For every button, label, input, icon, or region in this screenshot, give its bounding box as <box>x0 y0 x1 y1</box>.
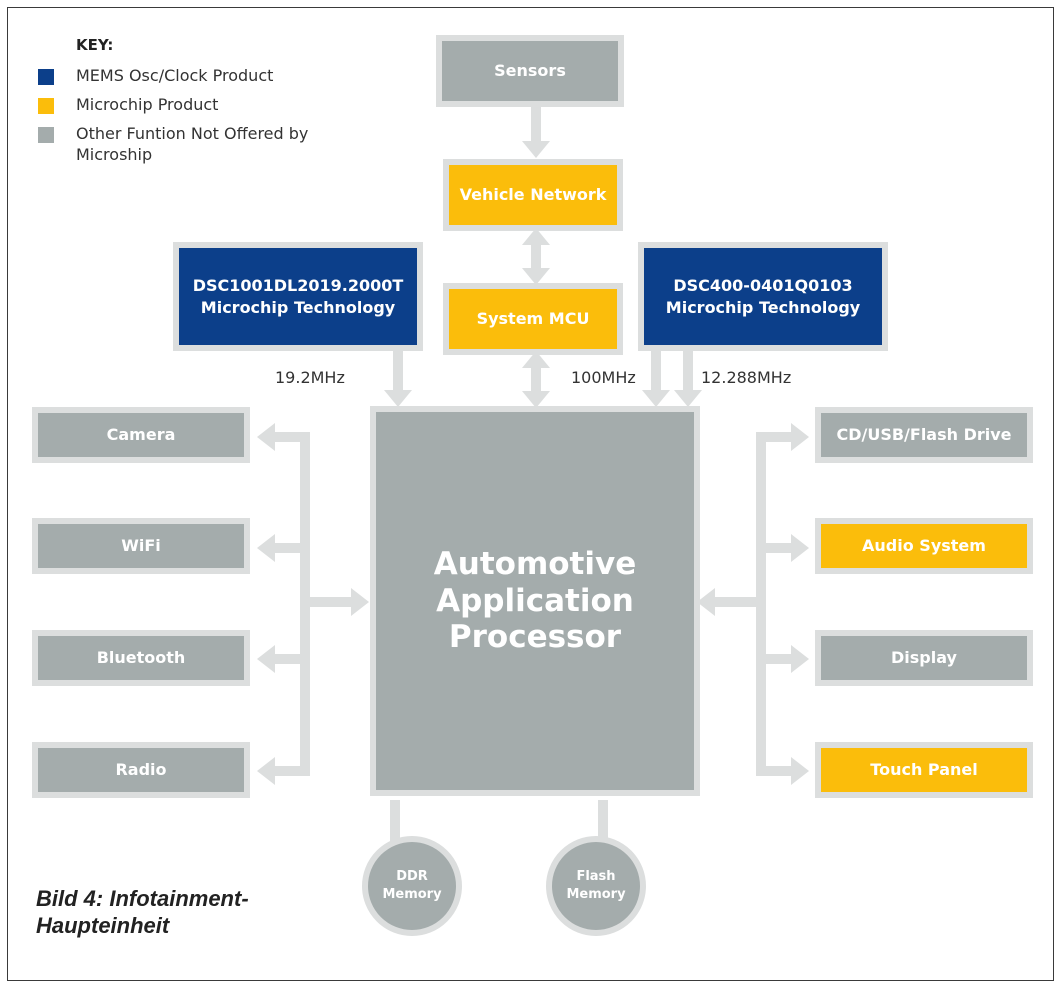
key-swatch-navy <box>38 69 54 85</box>
arrow-to-cd-usb <box>766 423 809 451</box>
arrow-sensors-to-network <box>522 98 550 158</box>
display-label: Display <box>891 648 957 668</box>
arrow-left-bus-to-processor <box>310 588 369 616</box>
key-label-microchip: Microchip Product <box>76 95 219 114</box>
arrow-to-camera <box>257 423 300 451</box>
left-bus-line <box>300 432 310 776</box>
touch-panel-label: Touch Panel <box>870 760 978 780</box>
system-mcu-label: System MCU <box>476 309 590 329</box>
freq-19-2mhz: 19.2MHz <box>275 368 345 387</box>
freq-12-288mhz: 12.288MHz <box>701 368 792 387</box>
touch-panel-block: Touch Panel <box>815 742 1033 798</box>
vehicle-network-block: Vehicle Network <box>443 159 623 231</box>
flash-line2: Memory <box>566 887 626 902</box>
osc-right-vendor: Microchip Technology <box>665 297 861 317</box>
flash-connector <box>598 800 608 842</box>
flash-memory-circle: Flash Memory <box>546 836 646 936</box>
freq-100mhz: 100MHz <box>571 368 636 387</box>
processor-line1: Automotive <box>433 546 637 583</box>
camera-label: Camera <box>106 425 176 445</box>
arrow-to-display <box>766 645 809 673</box>
flash-line1: Flash <box>576 869 616 885</box>
sensors-block: Sensors <box>436 35 624 107</box>
diagram-frame <box>7 7 1054 981</box>
key-swatch-gray <box>38 127 54 143</box>
camera-block: Camera <box>32 407 250 463</box>
ddr-memory-circle: DDR Memory <box>362 836 462 936</box>
audio-system-block: Audio System <box>815 518 1033 574</box>
arrow-mcu-processor <box>522 351 550 408</box>
bluetooth-block: Bluetooth <box>32 630 250 686</box>
radio-label: Radio <box>115 760 167 780</box>
processor-line2: Application <box>436 582 634 619</box>
arrow-network-mcu <box>522 228 550 285</box>
arrow-to-wifi <box>257 534 300 562</box>
key-swatch-yellow <box>38 98 54 114</box>
arrow-100mhz <box>642 348 670 407</box>
right-bus-line <box>756 432 766 776</box>
cd-usb-flash-block: CD/USB/Flash Drive <box>815 407 1033 463</box>
processor-line3: Processor <box>448 619 622 656</box>
system-mcu-block: System MCU <box>443 283 623 355</box>
figure-caption: Bild 4: Infotainment- Haupteinheit <box>36 886 249 940</box>
display-block: Display <box>815 630 1033 686</box>
osc-right-part: DSC400-0401Q0103 <box>673 275 853 295</box>
key-label-mems: MEMS Osc/Clock Product <box>76 66 274 85</box>
key-title: KEY: <box>76 36 114 54</box>
wifi-label: WiFi <box>121 536 161 556</box>
osc-left-block: DSC1001DL2019.2000T Microchip Technology <box>173 242 423 351</box>
arrow-to-touch <box>766 757 809 785</box>
arrow-right-bus-to-processor <box>697 588 756 616</box>
osc-right-block: DSC400-0401Q0103 Microchip Technology <box>638 242 888 351</box>
osc-left-part: DSC1001DL2019.2000T <box>192 275 404 295</box>
sensors-label: Sensors <box>494 61 566 81</box>
arrow-to-bluetooth <box>257 645 300 673</box>
arrow-12mhz <box>674 348 702 407</box>
ddr-connector <box>390 800 400 842</box>
arrow-to-radio <box>257 757 300 785</box>
caption-line1: Bild 4: Infotainment- <box>36 886 249 911</box>
ddr-line2: Memory <box>382 887 442 902</box>
osc-left-vendor: Microchip Technology <box>200 297 396 317</box>
vehicle-network-label: Vehicle Network <box>459 185 607 205</box>
arrow-19mhz <box>384 348 412 407</box>
bluetooth-label: Bluetooth <box>96 648 186 668</box>
wifi-block: WiFi <box>32 518 250 574</box>
caption-line2: Haupteinheit <box>36 912 170 938</box>
audio-system-label: Audio System <box>862 536 986 556</box>
cd-usb-flash-label: CD/USB/Flash Drive <box>836 425 1012 445</box>
processor-block: Automotive Application Processor <box>370 406 700 796</box>
radio-block: Radio <box>32 742 250 798</box>
key-label-other: Other Funtion Not Offered by Microship <box>76 124 309 164</box>
arrow-to-audio <box>766 534 809 562</box>
ddr-line1: DDR <box>396 869 428 885</box>
